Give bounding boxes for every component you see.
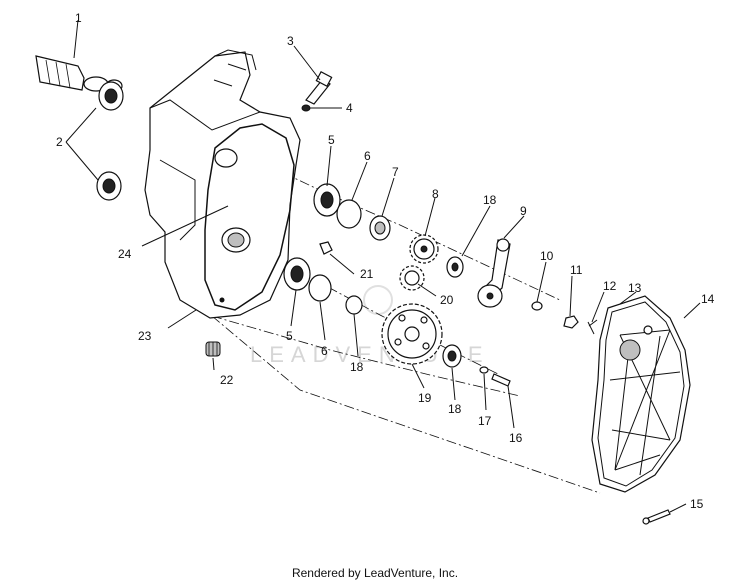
callout-7: 7 (392, 165, 399, 179)
callout-21: 21 (360, 267, 374, 281)
part-large-gear (381, 303, 443, 365)
callout-20: 20 (440, 293, 454, 307)
part-idler-arm (477, 238, 511, 308)
callout-6-lower: 6 (321, 344, 328, 358)
part-screw (642, 509, 671, 525)
callout-6-upper: 6 (364, 149, 371, 163)
callout-19: 19 (418, 391, 432, 405)
part-seals (96, 81, 124, 201)
callout-10: 10 (540, 249, 554, 263)
part-nut-21 (319, 241, 333, 255)
part-cover (591, 295, 691, 493)
callout-5-lower: 5 (286, 329, 293, 343)
callout-13: 13 (628, 281, 642, 295)
part-fitting (205, 341, 221, 357)
callout-17: 17 (478, 414, 492, 428)
callout-24: 24 (118, 247, 132, 261)
part-double-gear (399, 265, 425, 291)
callout-2: 2 (56, 135, 63, 149)
part-small-gear (409, 234, 439, 264)
callout-3: 3 (287, 34, 294, 48)
part-bolt (301, 70, 333, 112)
callout-1: 1 (75, 11, 82, 25)
leader-lines (65, 19, 701, 513)
callout-15: 15 (690, 497, 704, 511)
callout-18-middle: 18 (350, 360, 364, 374)
callout-22: 22 (220, 373, 234, 387)
footer-credit: Rendered by LeadVenture, Inc. (291, 566, 459, 580)
part-housing (144, 49, 301, 319)
callout-23: 23 (138, 329, 152, 343)
part-upper-washer (446, 256, 464, 278)
callout-16: 16 (509, 431, 523, 445)
callout-18-lower: 18 (448, 402, 462, 416)
part-lower-bearing-stack (283, 257, 363, 315)
part-gasket (204, 123, 295, 311)
callout-8: 8 (432, 187, 439, 201)
callout-12: 12 (603, 279, 617, 293)
callout-5-upper: 5 (328, 133, 335, 147)
part-small-hardware (531, 301, 598, 335)
callout-14: 14 (701, 292, 715, 306)
callout-11: 11 (570, 263, 583, 277)
callout-4: 4 (346, 101, 353, 115)
callout-18-upper: 18 (483, 193, 497, 207)
callout-9: 9 (520, 204, 527, 218)
callout-labels: 1 2 3 4 5 6 7 8 18 9 10 11 12 13 14 24 2… (56, 11, 715, 511)
part-upper-bearing-stack (313, 183, 391, 241)
